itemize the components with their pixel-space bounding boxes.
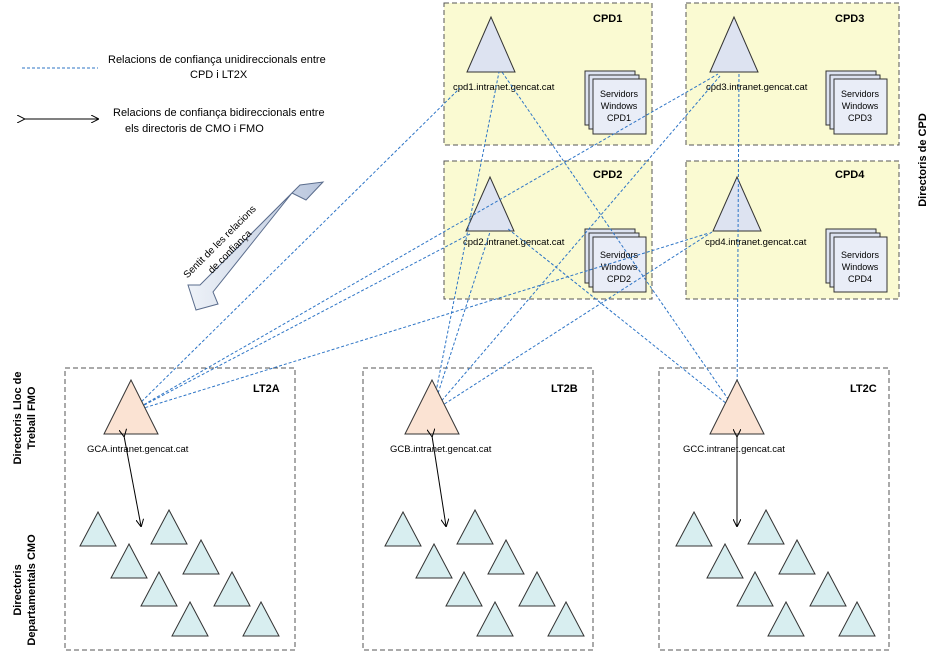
cmo-triangle (838, 600, 876, 637)
cmo-triangle (213, 570, 251, 607)
cmo-triangle (518, 570, 556, 607)
trust-line (501, 71, 738, 413)
cmo-triangle (706, 542, 744, 579)
cpd2-domain-triangle (465, 175, 515, 232)
trust-line (130, 73, 719, 413)
trust-line (506, 227, 738, 413)
cmo-triangle (736, 570, 774, 607)
trust-line (431, 71, 500, 413)
cpd-side-label: Directoris de CPD (917, 113, 929, 207)
lt2b-title: LT2B (551, 383, 578, 395)
cpd3-title: CPD3 (835, 13, 864, 25)
cmo-triangle (242, 600, 280, 637)
cmo-triangle (747, 508, 785, 545)
fmo-side-label-line1: Directoris Lloc de (12, 372, 24, 465)
legend-bidirectional-line2: els directoris de CMO i FMO (125, 123, 264, 135)
cmo-triangle (809, 570, 847, 607)
cmo-triangle (456, 508, 494, 545)
cpd1-domain-triangle (466, 15, 516, 73)
svg-text:CPD1: CPD1 (607, 113, 631, 123)
cpd4-domain-triangle (712, 175, 762, 232)
svg-text:CPD3: CPD3 (848, 113, 872, 123)
svg-text:Windows: Windows (601, 262, 638, 272)
cpd2-box: CPD2 cpd2.intranet.gencat.cat Servidors … (443, 160, 653, 300)
cpd3-servers-stack: Servidors Windows CPD3 (825, 70, 888, 135)
cpd1-title: CPD1 (593, 13, 622, 25)
cmo-triangle (150, 508, 188, 545)
legend-unidirectional-line2: CPD i LT2X (190, 69, 248, 81)
trust-line (130, 232, 710, 413)
trust-line (431, 75, 721, 413)
cpd4-servers-stack: Servidors Windows CPD4 (825, 228, 888, 293)
trust-lines (130, 71, 740, 413)
cpd2-title: CPD2 (593, 169, 622, 181)
lt2c-title: LT2C (850, 383, 877, 395)
svg-text:CPD4: CPD4 (848, 274, 872, 284)
cmo-triangle (547, 600, 585, 637)
cpd4-domain: cpd4.intranet.gencat.cat (705, 237, 807, 248)
direction-arrow: Sentit de les relacions de confiança (182, 181, 325, 311)
legend-unidirectional-line1: Relacions de confiança unidireccionals e… (108, 54, 326, 66)
cpd3-domain-triangle (709, 15, 759, 73)
cpd1-domain: cpd1.intranet.gencat.cat (453, 82, 555, 93)
trust-line (130, 87, 461, 413)
cpd2-domain: cpd2.intranet.gencat.cat (463, 237, 565, 248)
cmo-side-label-line1: Directoris (12, 564, 24, 615)
lt2b-box: LT2B GCB.intranet.gencat.cat (362, 367, 594, 651)
cpd3-box: CPD3 cpd3.intranet.gencat.cat Servidors … (685, 2, 900, 146)
lt2b-domain: GCB.intranet.gencat.cat (390, 444, 492, 455)
cmo-triangle (476, 600, 514, 637)
cmo-side-label-line2: Departamentals CMO (26, 534, 38, 646)
trust-line (736, 71, 740, 413)
cpd4-box: CPD4 cpd4.intranet.gencat.cat Servidors … (685, 160, 900, 300)
cmo-triangle (445, 570, 483, 607)
cmo-triangle (140, 570, 178, 607)
cmo-triangle (171, 600, 209, 637)
svg-text:Windows: Windows (842, 101, 879, 111)
cmo-triangle (415, 542, 453, 579)
gcb-domain-triangle (404, 378, 460, 435)
cpd4-title: CPD4 (835, 169, 865, 181)
trust-line (431, 231, 713, 413)
legend: Relacions de confiança unidireccionals e… (22, 54, 326, 135)
svg-text:CPD2: CPD2 (607, 274, 631, 284)
gcc-domain-triangle (709, 378, 765, 435)
cmo-triangle (778, 538, 816, 575)
trust-line (130, 233, 471, 413)
cmo-triangle (182, 538, 220, 575)
trust-line (431, 231, 491, 413)
cmo-triangle (110, 542, 148, 579)
lt2a-bidirectional-arrow (124, 436, 141, 526)
lt2a-domain: GCA.intranet.gencat.cat (87, 444, 189, 455)
cpd3-domain: cpd3.intranet.gencat.cat (706, 82, 808, 93)
svg-text:Servidors: Servidors (600, 250, 639, 260)
svg-text:Windows: Windows (842, 262, 879, 272)
cmo-triangle (79, 510, 117, 547)
cmo-triangle (487, 538, 525, 575)
fmo-side-label-line2: Treball FMO (26, 386, 38, 449)
legend-bidirectional-line1: Relacions de confiança bidireccionals en… (113, 107, 325, 119)
cmo-triangles (79, 508, 876, 637)
svg-text:Servidors: Servidors (841, 89, 880, 99)
cmo-triangle (767, 600, 805, 637)
cmo-triangle (384, 510, 422, 547)
lt2b-bidirectional-arrow (432, 436, 446, 526)
cmo-triangle (675, 510, 713, 547)
svg-text:Servidors: Servidors (841, 250, 880, 260)
lt2c-domain: GCC.intranet.gencat.cat (683, 444, 785, 455)
lt2a-title: LT2A (253, 383, 280, 395)
cpd1-servers-stack: Servidors Windows CPD1 (584, 70, 647, 135)
svg-text:Servidors: Servidors (600, 89, 639, 99)
svg-text:Windows: Windows (601, 101, 638, 111)
cpd1-box: CPD1 cpd1.intranet.gencat.cat Servidors … (443, 2, 653, 146)
gca-domain-triangle (103, 378, 159, 435)
cpd2-servers-stack: Servidors Windows CPD2 (584, 228, 647, 293)
